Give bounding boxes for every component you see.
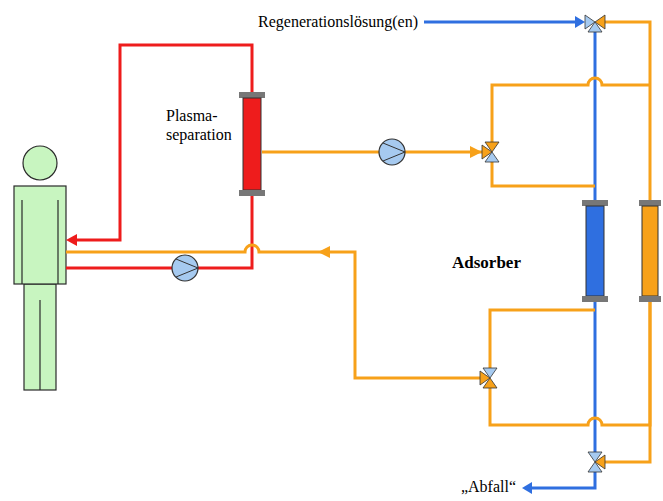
filter-column xyxy=(239,92,265,196)
blood-line xyxy=(76,45,252,240)
patient-legs xyxy=(24,284,56,390)
valve-symbol xyxy=(482,142,499,162)
label-holder: „Abfall“ xyxy=(461,477,516,496)
plasma-line xyxy=(605,302,650,462)
valve-port xyxy=(480,371,490,385)
column-cap xyxy=(239,92,265,98)
regeneration-inlet-line xyxy=(424,21,577,24)
column-cap xyxy=(639,200,661,206)
valve-port xyxy=(588,462,602,472)
valve-symbol xyxy=(588,452,605,472)
pump-mark xyxy=(383,143,405,161)
patient-head xyxy=(23,146,57,180)
valve-port xyxy=(595,455,605,469)
pump-symbol xyxy=(379,139,405,165)
pump-circle xyxy=(379,139,405,165)
arrow-head xyxy=(522,482,532,494)
plasma-line xyxy=(605,22,650,200)
patient-arms xyxy=(22,200,58,284)
patient-body xyxy=(14,186,66,284)
node-label: Adsorber xyxy=(452,253,521,273)
column-cap xyxy=(239,190,265,196)
pump-symbol xyxy=(172,255,198,281)
patient-figure xyxy=(14,146,66,390)
patient-leg-line xyxy=(39,300,40,390)
flow-connector xyxy=(262,151,482,154)
valve-port xyxy=(585,15,595,29)
column-cap xyxy=(582,296,608,302)
column-body xyxy=(586,206,604,296)
regeneration-lines xyxy=(424,22,595,488)
valve-port xyxy=(485,142,499,152)
column-cap xyxy=(639,296,661,302)
pump-circle xyxy=(172,255,198,281)
valve-port xyxy=(595,15,605,29)
plasma-separator: Plasma- separation xyxy=(166,98,262,190)
arrow-head xyxy=(66,234,77,246)
label-holder: Regenerationslösung(en) xyxy=(258,12,418,31)
regeneration-line xyxy=(594,302,597,452)
valve-symbol xyxy=(585,15,605,32)
valve-port xyxy=(483,378,497,388)
pump-mark xyxy=(176,259,198,277)
plasma-line xyxy=(492,78,650,142)
plasma-return-line xyxy=(66,245,480,378)
adsorber-column xyxy=(582,200,608,302)
line-label: Regenerationslösung(en) xyxy=(258,12,418,31)
column-body xyxy=(243,98,261,190)
plasma-line xyxy=(490,302,650,425)
adsorber-column xyxy=(639,200,661,302)
column-body xyxy=(642,206,658,296)
plasma-lines xyxy=(66,22,650,462)
arrow-head xyxy=(575,16,585,28)
valve-port xyxy=(588,452,602,462)
blood-line xyxy=(66,196,252,268)
plasma-line xyxy=(490,310,595,368)
regeneration-line xyxy=(594,32,597,200)
valve-symbol xyxy=(480,368,497,388)
valve-port xyxy=(483,368,497,378)
column-cap xyxy=(582,200,608,206)
adsorber-unit: Adsorber xyxy=(482,60,663,440)
waste-line xyxy=(531,472,595,488)
line-label: „Abfall“ xyxy=(461,477,516,496)
arrow-head xyxy=(318,246,330,258)
valve-port xyxy=(485,152,499,162)
blood-lines xyxy=(66,45,252,268)
valve-port xyxy=(482,145,492,159)
valve-port xyxy=(588,22,602,32)
node-label: Plasma- separation xyxy=(166,106,232,144)
plasma-line xyxy=(492,162,595,186)
